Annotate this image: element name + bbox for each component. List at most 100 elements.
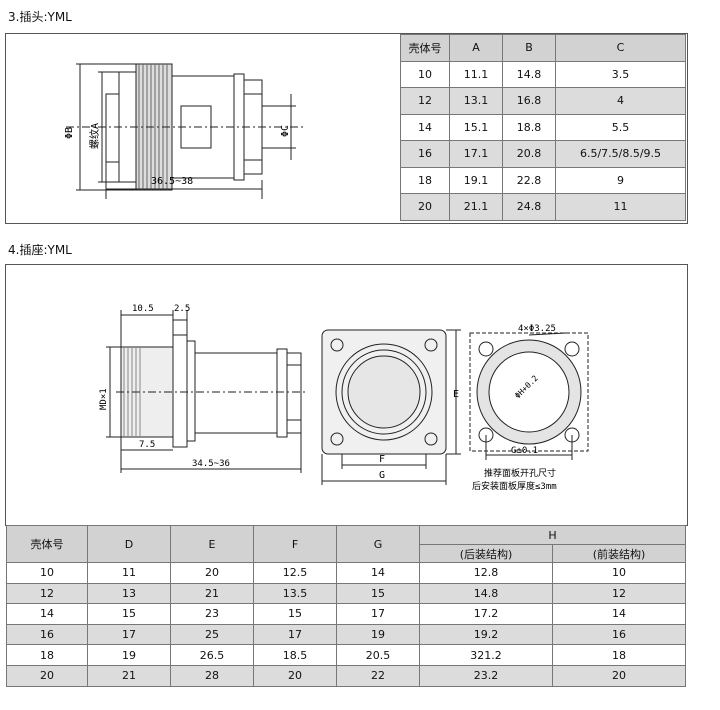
table-cell: 321.2 bbox=[419, 644, 553, 666]
table-cell: 15.1 bbox=[449, 113, 503, 141]
table-cell: 18.5 bbox=[253, 644, 337, 666]
table-cell: 21 bbox=[87, 664, 171, 687]
table-cell: 15 bbox=[336, 582, 420, 605]
label-g: G bbox=[379, 470, 385, 481]
note-line-1: 推荐面板开孔尺寸 bbox=[484, 467, 556, 479]
table-cell: 11 bbox=[87, 562, 171, 584]
header-cell: C bbox=[555, 34, 686, 62]
header-cell: F bbox=[253, 525, 337, 563]
table-cell: 11.1 bbox=[449, 60, 503, 88]
sub-header-cell: (前装结构) bbox=[552, 544, 686, 563]
table-cell: 4 bbox=[555, 87, 686, 115]
table-cell: 23.2 bbox=[419, 664, 553, 687]
label-f: F bbox=[379, 454, 385, 465]
table-cell: 6.5/7.5/8.5/9.5 bbox=[555, 140, 686, 168]
label-holes: 4×Φ3.25 bbox=[518, 324, 556, 334]
header-cell: E bbox=[170, 525, 254, 563]
table-cell: 15 bbox=[253, 603, 337, 625]
note-line-2: 后安装面板厚度≤3mm bbox=[472, 480, 557, 492]
table-cell: 18 bbox=[400, 166, 450, 194]
table-cell: 19.1 bbox=[449, 166, 503, 194]
table-cell: 14.8 bbox=[419, 582, 553, 605]
table-cell: 17.2 bbox=[419, 603, 553, 625]
table-cell: 12 bbox=[400, 87, 450, 115]
table-cell: 22.8 bbox=[502, 166, 556, 194]
table-cell: 19 bbox=[336, 623, 420, 646]
table-cell: 21 bbox=[170, 582, 254, 605]
label-10-5: 10.5 bbox=[132, 304, 154, 314]
table-cell: 12.8 bbox=[419, 562, 553, 584]
table-cell: 9 bbox=[555, 166, 686, 194]
table-cell: 13.5 bbox=[253, 582, 337, 605]
table-cell: 17.1 bbox=[449, 140, 503, 168]
header-cell: H bbox=[419, 525, 686, 545]
header-cell: B bbox=[502, 34, 556, 62]
label-phi-b: ΦB bbox=[64, 127, 75, 139]
table-cell: 20.8 bbox=[502, 140, 556, 168]
table-cell: 17 bbox=[336, 603, 420, 625]
label-2-5: 2.5 bbox=[174, 304, 190, 314]
table-cell: 20 bbox=[552, 664, 686, 687]
label-7-5: 7.5 bbox=[139, 440, 155, 450]
table-cell: 13.1 bbox=[449, 87, 503, 115]
table-cell: 20 bbox=[170, 562, 254, 584]
table-cell: 12.5 bbox=[253, 562, 337, 584]
section-title-plug: 3.插头:YML bbox=[8, 10, 72, 24]
sub-header-cell: (后装结构) bbox=[419, 544, 553, 563]
table-cell: 14 bbox=[400, 113, 450, 141]
table-cell: 18 bbox=[552, 644, 686, 666]
socket-drawing-panel: 10.5 2.5 MD×1 7.5 34.5~36 E F G 4×Φ3.25 … bbox=[5, 264, 688, 526]
table-cell: 10 bbox=[400, 60, 450, 88]
table-cell: 24.8 bbox=[502, 193, 556, 221]
table-cell: 18 bbox=[6, 644, 88, 666]
table-cell: 16 bbox=[552, 623, 686, 646]
table-cell: 3.5 bbox=[555, 60, 686, 88]
table-cell: 14 bbox=[336, 562, 420, 584]
table-cell: 16 bbox=[400, 140, 450, 168]
socket-drawing: 10.5 2.5 MD×1 7.5 34.5~36 E F G 4×Φ3.25 … bbox=[99, 304, 589, 492]
table-cell: 16.8 bbox=[502, 87, 556, 115]
table-cell: 12 bbox=[552, 582, 686, 605]
table-cell: 19.2 bbox=[419, 623, 553, 646]
table-cell: 10 bbox=[552, 562, 686, 584]
table-cell: 11 bbox=[555, 193, 686, 221]
table-cell: 17 bbox=[253, 623, 337, 646]
table-cell: 25 bbox=[170, 623, 254, 646]
header-cell: 壳体号 bbox=[400, 34, 450, 62]
label-e: E bbox=[453, 389, 459, 400]
table-cell: 22 bbox=[336, 664, 420, 687]
table-cell: 17 bbox=[87, 623, 171, 646]
table-cell: 28 bbox=[170, 664, 254, 687]
table-cell: 5.5 bbox=[555, 113, 686, 141]
table-cell: 10 bbox=[6, 562, 88, 584]
table-cell: 13 bbox=[87, 582, 171, 605]
table-cell: 19 bbox=[87, 644, 171, 666]
label-md: MD×1 bbox=[99, 388, 109, 410]
header-cell: G bbox=[336, 525, 420, 563]
table-cell: 15 bbox=[87, 603, 171, 625]
label-length: 36.5~38 bbox=[151, 176, 193, 187]
header-cell: 壳体号 bbox=[6, 525, 88, 563]
table-cell: 20.5 bbox=[336, 644, 420, 666]
table-cell: 23 bbox=[170, 603, 254, 625]
header-cell: D bbox=[87, 525, 171, 563]
table-cell: 26.5 bbox=[170, 644, 254, 666]
plug-drawing: ΦB 螺纹A ΦC 36.5~38 bbox=[64, 63, 306, 199]
label-g-tol: G±0.1 bbox=[511, 446, 538, 456]
table-cell: 16 bbox=[6, 623, 88, 646]
label-thread-a: 螺纹A bbox=[88, 123, 101, 149]
header-cell: A bbox=[449, 34, 503, 62]
